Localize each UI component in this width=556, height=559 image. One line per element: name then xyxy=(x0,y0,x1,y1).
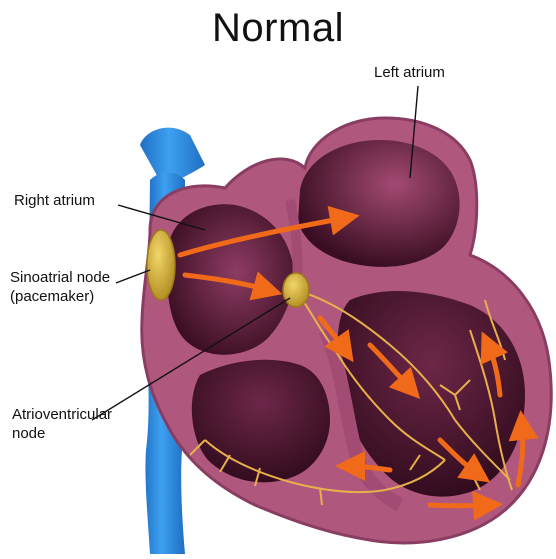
atrioventricular-node xyxy=(283,273,309,307)
right-ventricle-chamber xyxy=(192,360,330,483)
page-title: Normal xyxy=(0,6,556,51)
label-sinoatrial-line1: Sinoatrial node xyxy=(10,268,110,287)
label-right-atrium: Right atrium xyxy=(14,191,95,210)
left-atrium-chamber xyxy=(298,140,460,267)
label-atrioventricular-line2: node xyxy=(12,424,45,443)
label-left-atrium: Left atrium xyxy=(374,63,445,82)
sinoatrial-node xyxy=(147,230,175,300)
label-sinoatrial-line2: (pacemaker) xyxy=(10,287,94,306)
arrow-bottom-right xyxy=(430,505,488,506)
label-atrioventricular-line1: Atrioventricular xyxy=(12,405,112,424)
